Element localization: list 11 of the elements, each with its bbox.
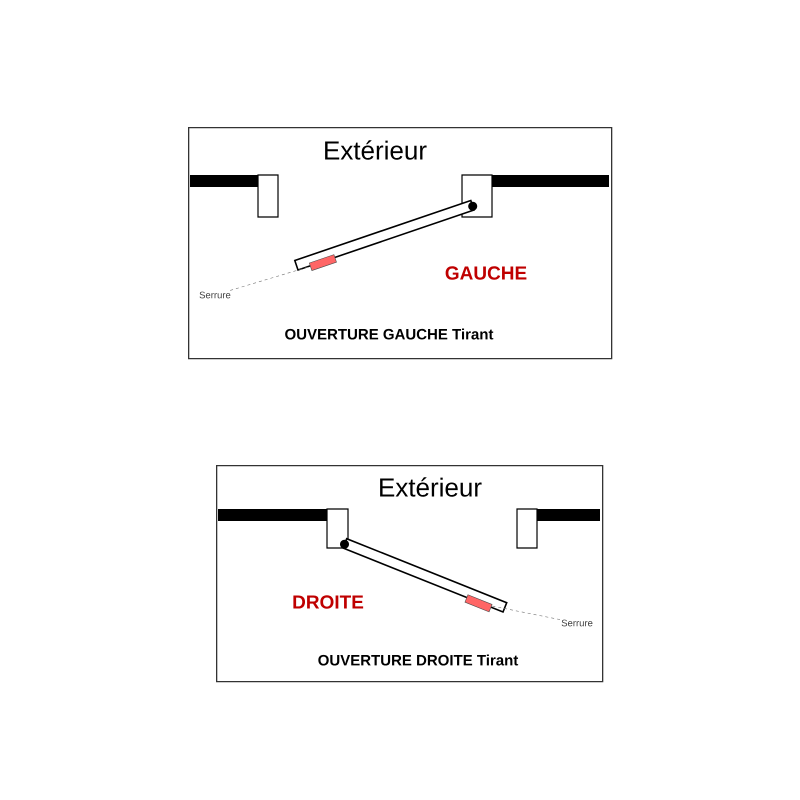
lock-mark bbox=[308, 254, 337, 271]
caption-text: OUVERTURE DROITE Tirant bbox=[318, 654, 518, 666]
lock-mark bbox=[464, 594, 492, 612]
leader-line bbox=[230, 266, 310, 291]
side-label: DROITE bbox=[293, 595, 364, 609]
part-label: Serrure bbox=[562, 620, 592, 626]
heading-text: Extérieur bbox=[325, 140, 427, 160]
caption-text: OUVERTURE GAUCHE Tirant bbox=[285, 328, 494, 340]
side-label: GAUCHE bbox=[446, 266, 526, 280]
part-label: Serrure bbox=[200, 292, 230, 298]
heading-text: Extérieur bbox=[380, 477, 482, 497]
